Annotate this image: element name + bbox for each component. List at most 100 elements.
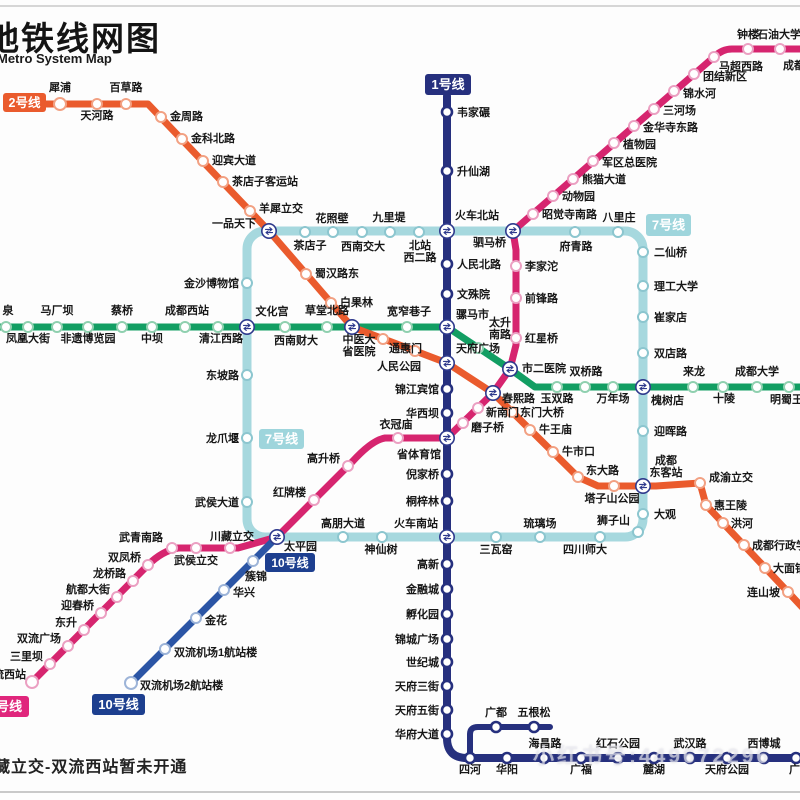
station-label: 府青路 — [560, 239, 594, 253]
station-label: 羊犀立交 — [259, 201, 303, 215]
station-marker — [95, 607, 107, 619]
station-marker — [325, 297, 337, 309]
station-marker — [321, 321, 333, 333]
station-marker — [197, 155, 209, 167]
station-marker — [720, 751, 734, 765]
transfer-station-icon — [269, 529, 285, 545]
station-label: 新南门 — [486, 405, 519, 419]
station-label: 前锋路 — [525, 291, 559, 305]
station-marker — [527, 720, 541, 734]
station-label: 二仙桥 — [654, 245, 688, 259]
station-marker — [708, 51, 720, 63]
station-marker — [490, 531, 502, 543]
station-label: 凤凰大街 — [6, 331, 50, 345]
station-marker — [111, 591, 123, 603]
station-marker — [611, 751, 625, 765]
station-label: 华府大道 — [395, 727, 439, 741]
transfer-station-icon — [439, 529, 455, 545]
station-label: 马厂坝 — [41, 303, 74, 317]
station-marker — [440, 557, 454, 571]
station-marker — [647, 751, 661, 765]
station-label: 三河场 — [663, 103, 696, 117]
station-marker — [489, 720, 503, 734]
station-label: 金周路 — [169, 109, 204, 123]
station-label: 天府五街 — [395, 703, 439, 717]
station-marker — [547, 446, 559, 458]
station-marker — [551, 381, 563, 393]
station-marker — [463, 751, 477, 765]
station-label: 省体育馆 — [396, 447, 441, 461]
station-label: 龙爪堰 — [205, 431, 239, 445]
station-label: 华兴 — [233, 585, 255, 599]
station-label: 高朋大道 — [321, 516, 365, 530]
station-label: 金融城 — [405, 582, 439, 596]
station-marker — [116, 321, 128, 333]
station-label: 天河路 — [81, 108, 115, 122]
station-label: 北站西二路 — [404, 238, 438, 264]
station-marker — [401, 321, 413, 333]
station-marker — [279, 321, 291, 333]
station-label: 一品天下 — [212, 217, 256, 230]
station-label: 熊猫大道 — [582, 172, 626, 186]
transfer-station-icon — [502, 361, 518, 377]
station-marker — [567, 173, 579, 185]
station-marker — [628, 120, 640, 132]
station-marker — [308, 494, 320, 506]
station-marker — [668, 85, 680, 97]
station-label: 麓湖 — [643, 762, 665, 776]
station-marker — [392, 432, 404, 444]
svg-text:10号线: 10号线 — [271, 555, 308, 570]
station-label: 双流机场1航站楼 — [174, 645, 257, 659]
station-label: 八里庄 — [602, 210, 636, 224]
station-marker — [342, 460, 354, 472]
station-marker — [440, 632, 454, 646]
station-label: 双凤桥 — [108, 550, 142, 564]
station-marker — [409, 345, 421, 357]
top-divider — [0, 5, 800, 7]
station-marker — [440, 406, 454, 420]
station-label: 孵化园 — [406, 607, 439, 621]
station-marker — [648, 103, 660, 115]
station-label: 文殊院 — [457, 287, 490, 301]
station-label: 茶店子客运站 — [231, 174, 298, 188]
station-marker — [440, 105, 454, 119]
station-marker — [717, 381, 729, 393]
station-marker — [440, 703, 454, 717]
station-label: 动物园 — [562, 189, 595, 203]
station-label: 理工大学 — [654, 279, 698, 293]
station-marker — [579, 381, 591, 393]
station-label: 龙桥路 — [92, 566, 127, 580]
station-marker — [688, 68, 700, 80]
station-marker — [44, 658, 56, 670]
station-marker — [91, 98, 103, 110]
station-marker — [247, 555, 259, 567]
station-marker — [0, 321, 12, 333]
station-marker — [376, 531, 388, 543]
station-label: 韦家碾 — [457, 105, 491, 119]
transfer-station-icon — [344, 319, 360, 335]
station-label: 倪家桥 — [406, 467, 440, 481]
station-label: 人民北路 — [457, 257, 502, 271]
station-label: 泉 — [2, 303, 15, 317]
station-label: 红石公园 — [596, 736, 640, 750]
station-label: 九里堤 — [372, 210, 407, 224]
line-badge: 2号线 — [3, 93, 46, 112]
station-marker — [500, 751, 514, 765]
station-label: 武青南路 — [119, 530, 164, 544]
station-marker — [440, 257, 454, 271]
station-marker — [440, 607, 454, 621]
station-label: 迎晖路 — [654, 424, 688, 438]
svg-text:7号线: 7号线 — [265, 432, 298, 447]
station-marker — [127, 575, 139, 587]
station-label: 成都西站 — [165, 303, 209, 317]
station-label: 中坝 — [141, 331, 163, 345]
station-label: 武侯立交 — [174, 553, 218, 567]
svg-text:3号线: 3号线 — [0, 699, 22, 714]
station-marker — [166, 542, 178, 554]
station-label: 牛市口 — [562, 444, 595, 458]
line-badge: 10号线 — [265, 553, 315, 572]
station-label: 东坡路 — [206, 368, 240, 382]
station-label: 锦水河 — [683, 86, 716, 100]
station-label: 文化宫 — [256, 304, 289, 318]
station-label: 春熙路 — [502, 391, 536, 405]
